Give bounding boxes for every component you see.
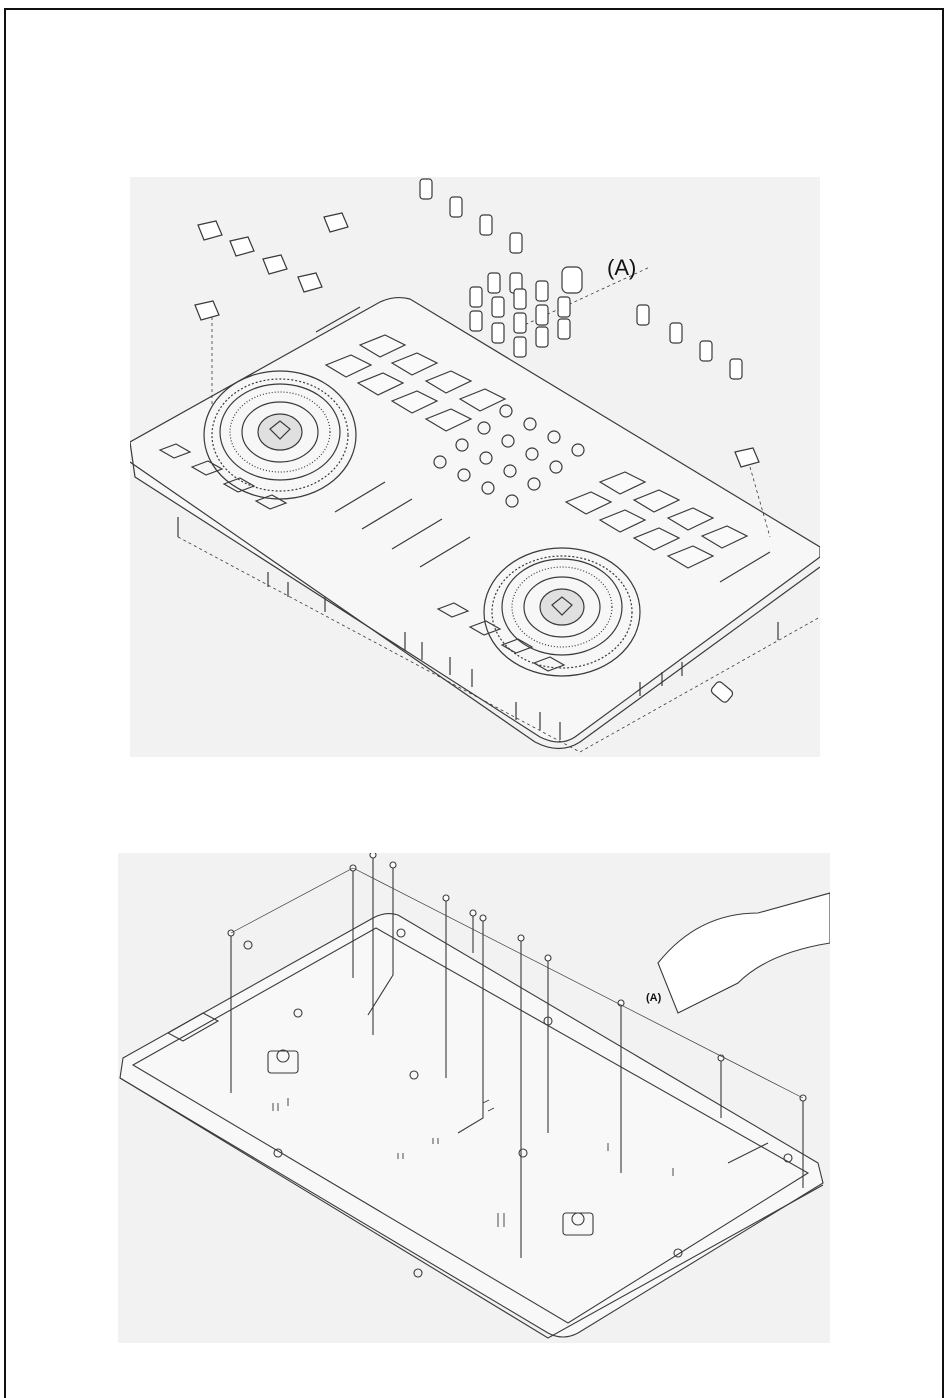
- callout-label-a-bottom: (A): [646, 992, 661, 1004]
- controller-bottom-case-view: [118, 853, 830, 1343]
- ribbon-cable: [658, 893, 830, 1013]
- bottom-case-drawing: [118, 853, 830, 1343]
- controller-top-drawing: [130, 177, 820, 757]
- callout-label-a: (A): [607, 255, 636, 281]
- controller-top-exploded-view: [130, 177, 820, 757]
